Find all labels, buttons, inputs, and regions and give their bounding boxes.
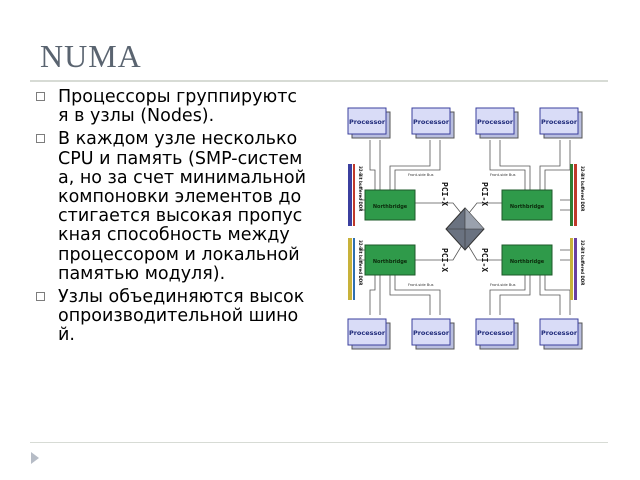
memory-module: 32-Bit buffered DDR xyxy=(570,238,585,300)
pcix-label: PCI-X xyxy=(480,248,489,272)
bus-wires xyxy=(360,140,571,315)
processor: Processor xyxy=(475,318,519,350)
northbridge: Northbridge xyxy=(501,189,553,221)
memory-module: 32-Bit buffered DDR xyxy=(570,164,585,226)
memory-label: 32-Bit buffered DDR xyxy=(358,166,363,211)
bullet-marker-icon xyxy=(36,292,45,302)
processor-label: Processor xyxy=(349,329,386,337)
numa-diagram: Processor Processor Processor Processor … xyxy=(347,107,585,350)
bullet-marker-icon xyxy=(36,134,45,144)
interconnect-hub xyxy=(445,207,485,251)
fsb-label: Front-side Bus xyxy=(408,173,434,177)
processor: Processor xyxy=(347,318,391,350)
bullet-marker-icon xyxy=(36,92,45,101)
footer-divider xyxy=(30,442,608,443)
slide-nav-arrow-icon[interactable] xyxy=(31,452,39,464)
processor: Processor xyxy=(475,107,519,139)
processor: Processor xyxy=(411,318,455,350)
northbridge-group: Northbridge Northbridge Northbridge Nort… xyxy=(364,189,553,276)
processor-label: Processor xyxy=(477,118,514,126)
fsb-label: Front-side Bus xyxy=(408,283,434,287)
processor-label: Processor xyxy=(541,329,578,337)
processor-label: Processor xyxy=(413,329,450,337)
memory-label: 32-Bit buffered DDR xyxy=(358,240,363,285)
processor: Processor xyxy=(539,318,583,350)
processor-label: Processor xyxy=(541,118,578,126)
bullet-text: Узлы объединяются высокопроизводительной… xyxy=(58,287,305,346)
fsb-label: Front-side Bus xyxy=(490,173,516,177)
northbridge-label: Northbridge xyxy=(373,259,408,265)
processor: Processor xyxy=(411,107,455,139)
processor: Processor xyxy=(539,107,583,139)
bullet-item: Процессоры группируются в узлы (Nodes). xyxy=(36,87,306,127)
bullet-item: В каждом узле несколько CPU и память (SM… xyxy=(36,130,306,284)
memory-module: 32-Bit buffered DDR xyxy=(348,164,363,226)
northbridge-label: Northbridge xyxy=(373,204,408,210)
memory-module: 32-Bit buffered DDR xyxy=(348,238,363,300)
northbridge: Northbridge xyxy=(364,189,416,221)
northbridge-label: Northbridge xyxy=(510,204,545,210)
northbridge: Northbridge xyxy=(364,244,416,276)
processor-label: Processor xyxy=(413,118,450,126)
bullet-text: В каждом узле несколько CPU и память (SM… xyxy=(58,129,306,284)
northbridge-label: Northbridge xyxy=(510,259,545,265)
processor-label: Processor xyxy=(349,118,386,126)
title-divider xyxy=(30,80,608,82)
pcix-label: PCI-X xyxy=(480,182,489,206)
processor-group: Processor Processor Processor Processor … xyxy=(347,107,583,350)
bullet-item: Узлы объединяются высокопроизводительной… xyxy=(36,287,306,346)
processor-label: Processor xyxy=(477,329,514,337)
pcix-label: PCI-X xyxy=(440,248,449,272)
pcix-label: PCI-X xyxy=(440,182,449,206)
slide-title: NUMA xyxy=(40,38,142,74)
processor: Processor xyxy=(347,107,391,139)
bullet-text: Процессоры группируются в узлы (Nodes). xyxy=(58,87,298,127)
northbridge: Northbridge xyxy=(501,244,553,276)
memory-label: 32-Bit buffered DDR xyxy=(580,240,585,285)
bullet-list: Процессоры группируются в узлы (Nodes). … xyxy=(36,87,306,350)
fsb-label: Front-side Bus xyxy=(490,283,516,287)
memory-label: 32-Bit buffered DDR xyxy=(580,166,585,211)
